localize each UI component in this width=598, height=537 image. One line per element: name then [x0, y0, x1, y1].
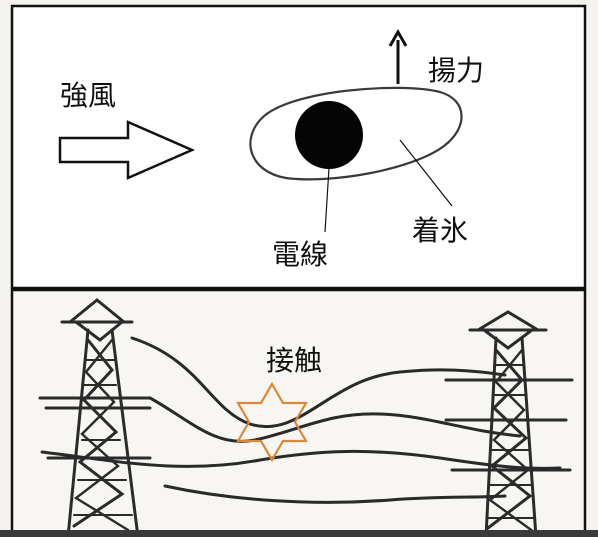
- middle-conductor: [148, 396, 522, 443]
- conductors: [40, 336, 562, 504]
- ice-accretion-outline: [249, 86, 463, 181]
- lower-conductor: [40, 449, 562, 470]
- upper-conductor: [130, 336, 507, 428]
- wire-leader-line: [324, 167, 330, 233]
- wire-cross-section: [295, 101, 363, 169]
- bottom-conductor: [163, 484, 507, 504]
- ice-leader-line: [399, 139, 453, 207]
- wire-label: 電線: [272, 238, 328, 271]
- lower-panel: 接触: [10, 288, 587, 537]
- contact-label: 接触: [266, 344, 322, 377]
- lift-label: 揚力: [428, 54, 484, 87]
- contact-star-icon: [236, 381, 308, 463]
- wind-arrow-icon: [58, 120, 196, 180]
- lift-arrow-icon: [388, 28, 408, 84]
- wind-label: 強風: [60, 79, 116, 112]
- ice-label: 着氷: [412, 214, 468, 247]
- right-tower: [444, 310, 574, 537]
- upper-panel: 強風 揚力 電線 着氷: [10, 4, 587, 290]
- left-tower: [38, 298, 152, 537]
- bottom-bar: [0, 530, 598, 537]
